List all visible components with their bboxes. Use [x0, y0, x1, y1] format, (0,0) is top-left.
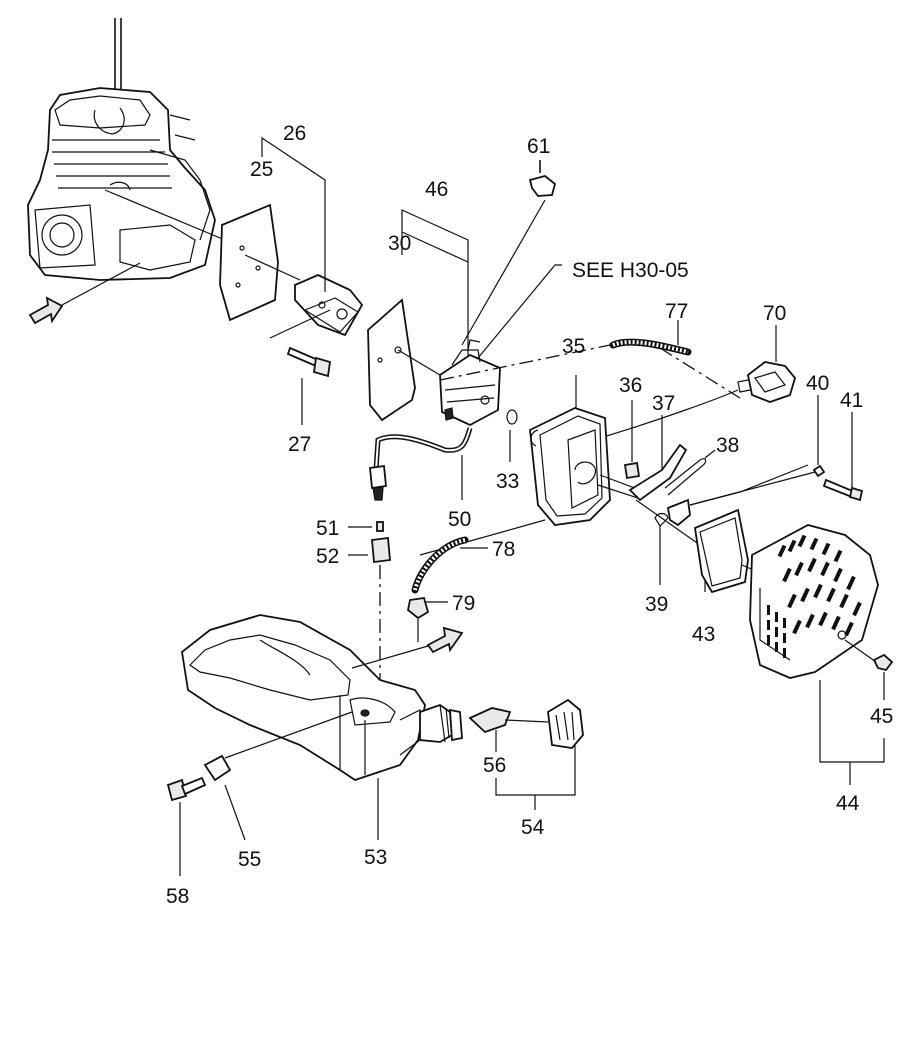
label-51: 51 [316, 517, 339, 540]
label-30: 30 [388, 232, 411, 255]
label-33: 33 [496, 470, 519, 493]
label-43: 43 [692, 623, 715, 646]
clip-61 [528, 175, 557, 197]
label-56: 56 [483, 754, 506, 777]
label-46: 46 [425, 178, 448, 201]
label-45: 45 [870, 705, 893, 728]
label-52: 52 [316, 545, 339, 568]
screw-36 [623, 461, 641, 480]
label-38: 38 [716, 434, 739, 457]
bolt-27 [286, 346, 332, 378]
air-cleaner-cover-44 [749, 524, 879, 679]
label-61: 61 [527, 135, 550, 158]
label-78: 78 [492, 538, 515, 561]
cap-strap-56 [468, 707, 549, 734]
clip-39 [666, 498, 691, 527]
washer-40 [812, 464, 826, 478]
insulator-26 [294, 274, 364, 337]
label-58: 58 [166, 885, 189, 908]
screw-45 [872, 653, 894, 672]
label-55: 55 [238, 848, 261, 871]
label-39: 39 [645, 593, 668, 616]
gasket-30 [367, 298, 416, 422]
cover-vents [767, 534, 862, 658]
label-77: 77 [665, 300, 688, 323]
label-50: 50 [448, 508, 471, 531]
return-hose-78 [411, 536, 469, 594]
carburetor-46 [439, 339, 501, 427]
label-35: 35 [562, 335, 585, 358]
label-25: 25 [250, 158, 273, 181]
part-labels: 26 25 27 30 46 61 SEE H30-05 77 70 35 36… [166, 122, 893, 908]
direction-arrow-tank [426, 626, 464, 654]
fuel-cap-54 [547, 698, 584, 749]
fuel-filter-51 [376, 521, 384, 532]
fuel-pipe-50 [369, 427, 473, 501]
label-79: 79 [452, 592, 475, 615]
gasket-25 [219, 203, 279, 322]
label-36: 36 [619, 374, 642, 397]
label-27: 27 [288, 433, 311, 456]
label-40: 40 [806, 372, 829, 395]
primer-bulb-70 [737, 361, 796, 403]
label-41: 41 [840, 389, 863, 412]
label-70: 70 [763, 302, 786, 325]
bushing-55 [203, 754, 232, 782]
label-53: 53 [364, 846, 387, 869]
grommet-79 [407, 596, 430, 620]
spring-38 [664, 458, 707, 496]
label-37: 37 [652, 392, 675, 415]
label-26: 26 [283, 122, 306, 145]
air-cleaner-case-35 [529, 407, 641, 526]
engine-block [27, 18, 216, 281]
bolt-41 [822, 478, 864, 502]
fuel-filter-52 [371, 536, 391, 564]
label-44: 44 [836, 792, 860, 815]
direction-arrow-engine [28, 296, 64, 325]
o-ring-33 [506, 409, 518, 425]
see-reference-note: SEE H30-05 [572, 259, 689, 282]
label-54: 54 [521, 816, 545, 839]
bolt-58 [166, 776, 207, 802]
fuel-tank-53 [181, 614, 426, 781]
